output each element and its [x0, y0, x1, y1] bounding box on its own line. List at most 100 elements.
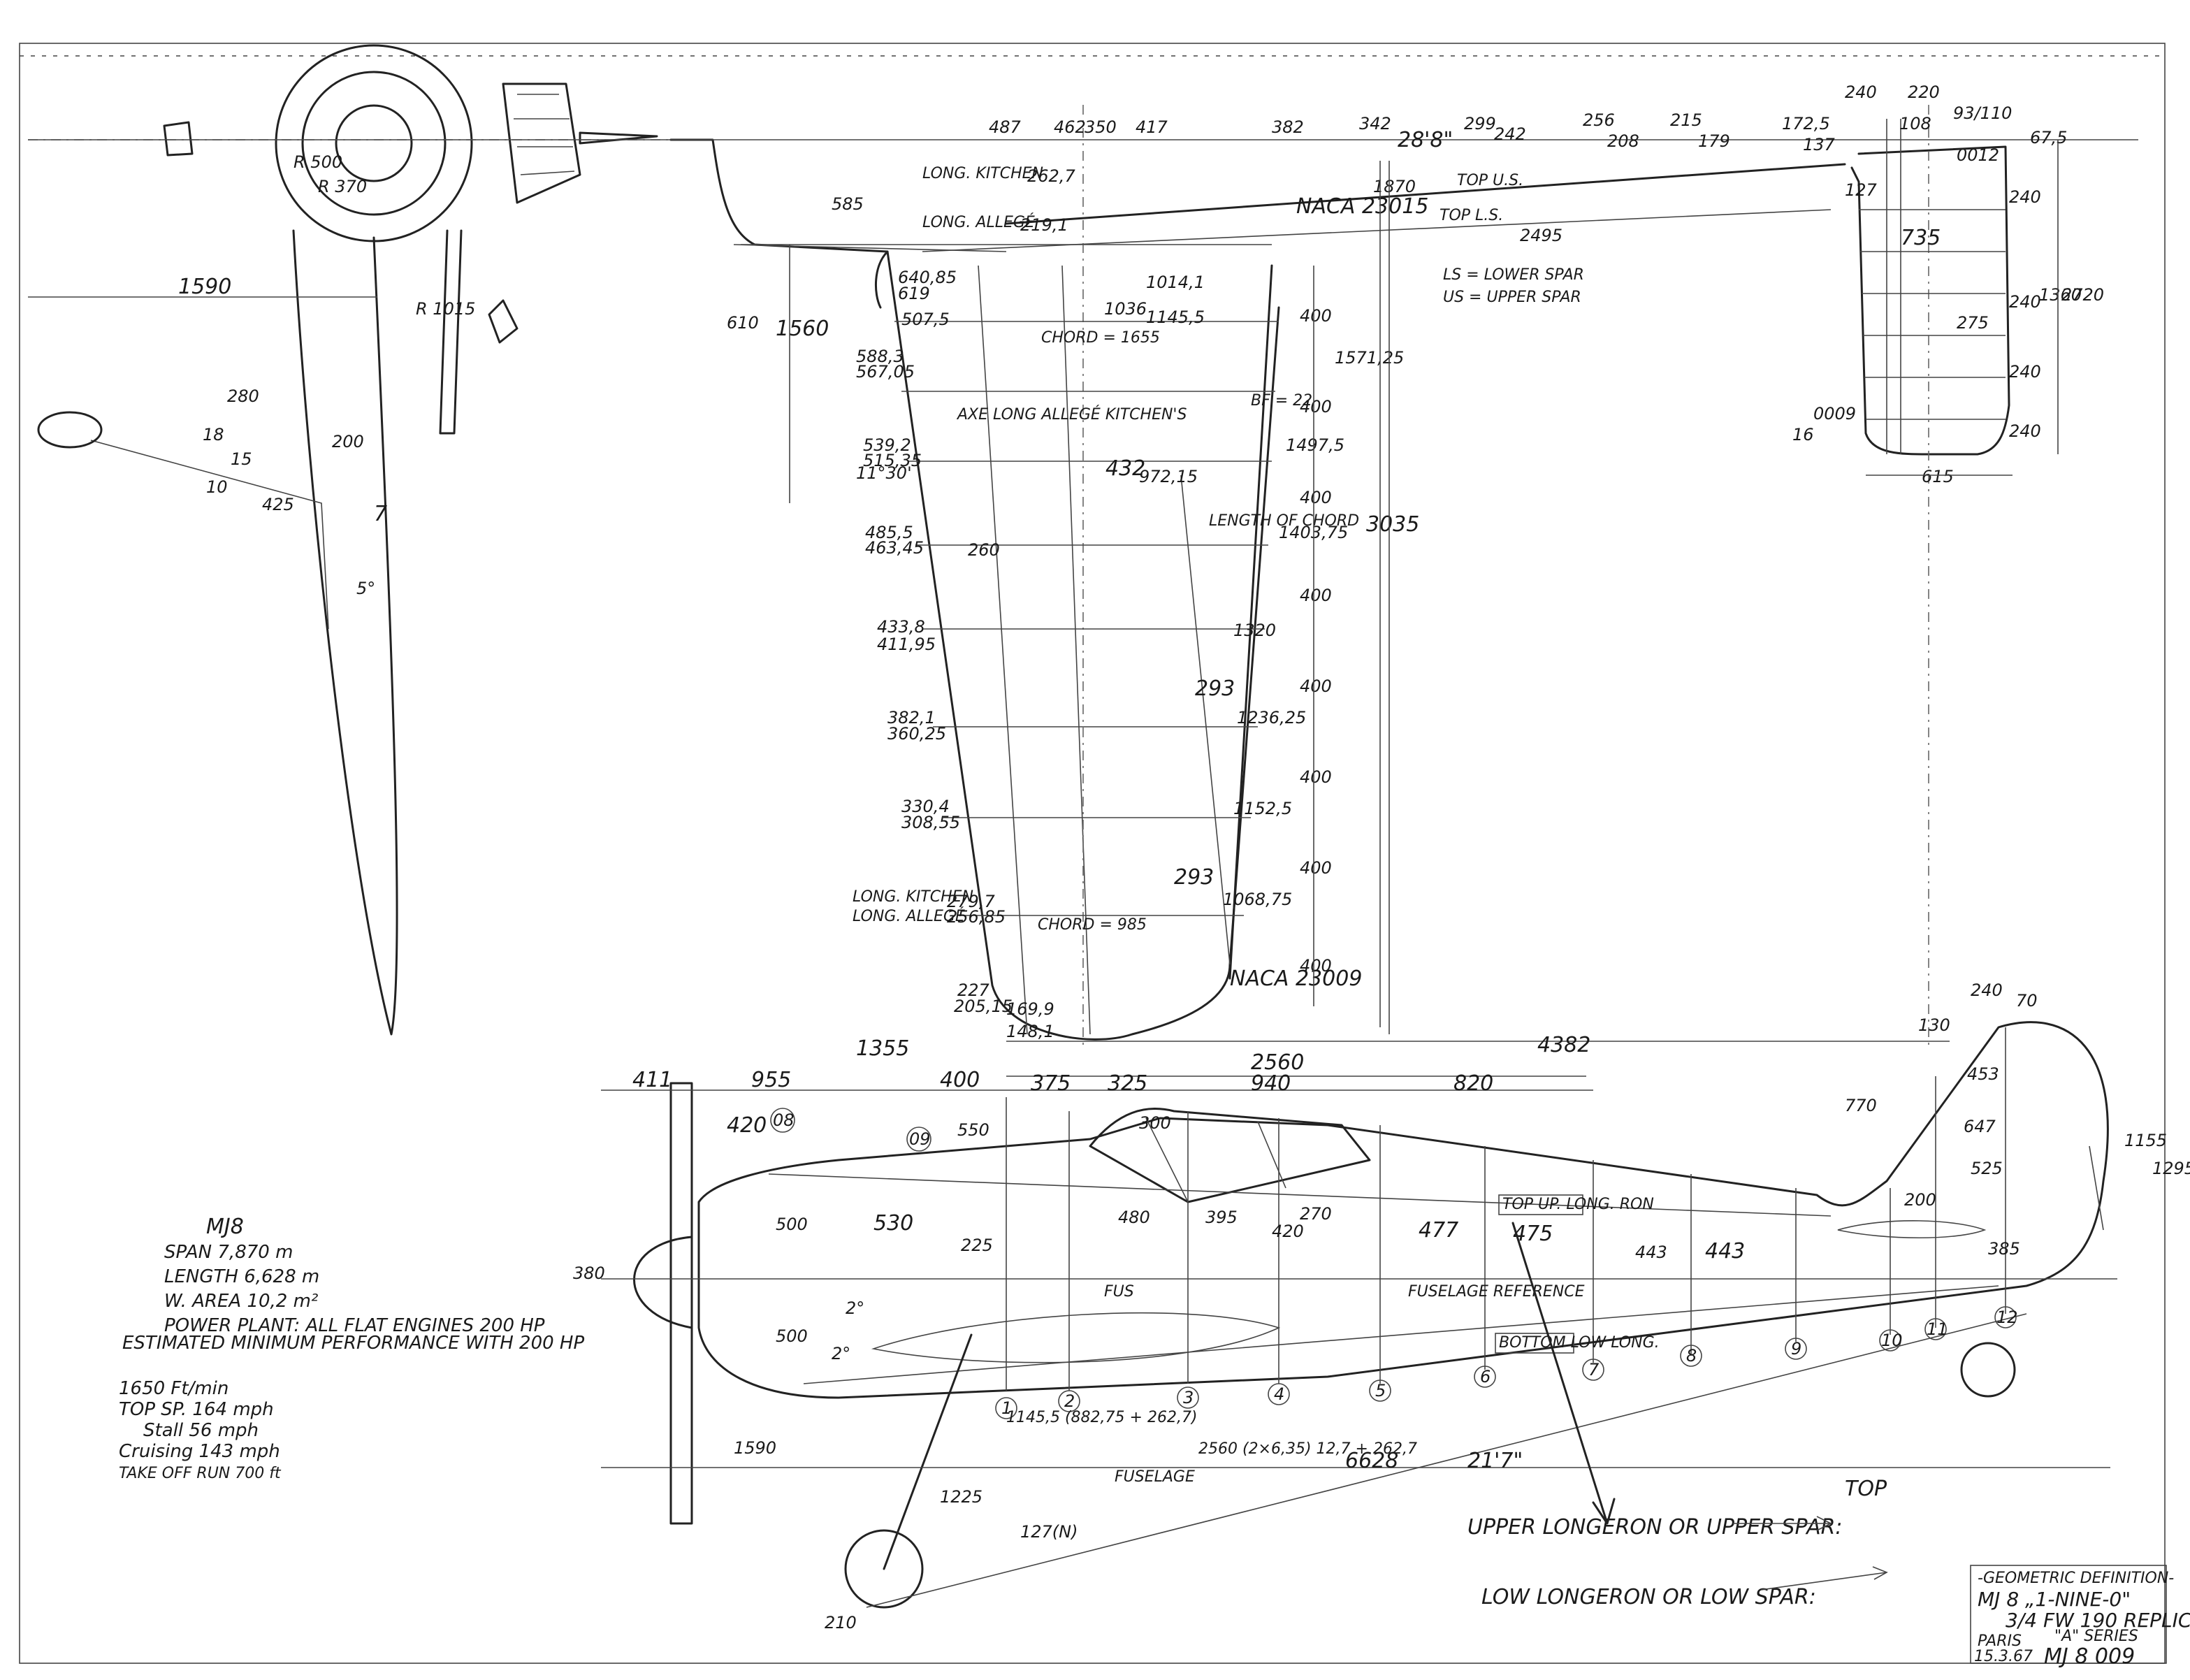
side-dim-940: 940 [1251, 1071, 1291, 1096]
dim-382: 382,1 [887, 708, 936, 727]
fuselage-plan-outline [669, 138, 889, 309]
dim-169: 169,9 [1006, 999, 1054, 1019]
side-dim-6628: 6628 [1345, 1449, 1398, 1473]
dim-330: 330,4 [901, 797, 950, 816]
side-dim-453: 453 [1967, 1064, 1999, 1084]
wing-ribs [894, 321, 1279, 916]
dim-2720: 2720 [2061, 285, 2104, 305]
frame-4: 4 [1274, 1384, 1284, 1404]
front-prop-tip [579, 131, 658, 145]
dim-539: 539,2 [863, 435, 911, 455]
dim-515: 515,35 [863, 451, 922, 470]
dim-205: 205,15 [954, 997, 1013, 1016]
lower-spar-line [922, 209, 1832, 252]
tailplane-planform [1850, 105, 2010, 1048]
dim-293-b: 293 [1174, 865, 1214, 890]
label-top: TOP [1845, 1477, 1887, 1501]
spec-designation: MJ8 [206, 1215, 244, 1239]
spec-line-0: SPAN 7,870 m [164, 1242, 293, 1263]
ground-line [866, 1313, 2027, 1608]
side-dim-130: 130 [1918, 1015, 1950, 1035]
dim-r500: R 500 [293, 152, 342, 172]
dim-1497: 1497,5 [1286, 435, 1344, 455]
dim-360: 360,25 [887, 724, 946, 744]
dim-1560: 1560 [776, 317, 829, 341]
side-dim-395: 395 [1205, 1208, 1238, 1227]
dim-432: 432 [1105, 456, 1145, 481]
side-dim-955: 955 [751, 1068, 791, 1092]
label-top-ls: TOP L.S. [1440, 207, 1503, 224]
frame-8: 8 [1686, 1346, 1697, 1366]
title-heading: -GEOMETRIC DEFINITION- [1978, 1570, 2174, 1587]
frame-verticals [1006, 1027, 2006, 1391]
spec-line-3: POWER PLANT: ALL FLAT ENGINES 200 HP [164, 1315, 545, 1336]
upper-spar-line [1005, 163, 1846, 225]
side-dim-420b: 420 [1272, 1222, 1304, 1241]
top-dim-5: 342 [1359, 114, 1391, 133]
dim-7: 7 [374, 502, 387, 526]
dim-400-h: 400 [1300, 956, 1332, 976]
dim-400-g: 400 [1300, 858, 1332, 878]
dim-640: 640,85 [898, 268, 957, 287]
dim-507: 507,5 [901, 310, 950, 329]
side-dim-477: 477 [1419, 1218, 1458, 1243]
spec-line-2: W. AREA 10,2 m² [164, 1291, 318, 1312]
top-dim-13: 137 [1803, 135, 1836, 154]
canopy-side [1089, 1108, 1371, 1203]
dim-400-b: 400 [1300, 397, 1332, 417]
main-wheel-side [844, 1529, 924, 1609]
dim-1355: 1355 [856, 1036, 909, 1061]
perf-line-2: Stall 56 mph [143, 1420, 259, 1441]
side-dim-325: 325 [1108, 1071, 1147, 1096]
spec-line-4: ESTIMATED MINIMUM PERFORMANCE WITH 200 H… [122, 1333, 584, 1354]
fuselage-side-outline [697, 1021, 2109, 1399]
dim-1152: 1152,5 [1233, 799, 1292, 818]
title-block: -GEOMETRIC DEFINITION- MJ 8 „1-NINE-0" 3… [1970, 1565, 2190, 1669]
dim-400-a: 400 [1300, 306, 1332, 326]
dim-1068: 1068,75 [1223, 890, 1292, 909]
spec-block: MJ8 SPAN 7,870 m LENGTH 6,628 m W. AREA … [119, 1215, 584, 1482]
side-dim-70: 70 [2016, 991, 2038, 1011]
label-long-kitchen: LONG. KITCHEN [922, 165, 1043, 182]
side-dim-385: 385 [1988, 1239, 2020, 1259]
upper-longeron-side [768, 1173, 1832, 1217]
label-length-of-chord: LENGTH OF CHORD [1209, 512, 1359, 530]
top-dim-1: 462 [1054, 117, 1086, 137]
top-dim-11: 179 [1698, 131, 1730, 151]
side-dim-770: 770 [1845, 1096, 1877, 1115]
side-view [601, 1021, 2117, 1609]
top-dim-14: 240 [1845, 82, 1877, 102]
stab-root [733, 244, 1007, 252]
frame-circle-11 [1924, 1318, 1947, 1340]
side-dim-1145: 1145,5 (882,75 + 262,7) [1006, 1409, 1198, 1426]
dim-308: 308,55 [901, 813, 960, 832]
label-chord-tip: CHORD = 985 [1038, 916, 1147, 934]
label-upper-longeron: UPPER LONGERON OR UPPER SPAR: [1467, 1515, 1843, 1540]
top-dim-2: 350 [1085, 117, 1117, 137]
dim-400-e: 400 [1300, 676, 1332, 696]
top-dim-9: 208 [1607, 131, 1639, 151]
dim-1145: 1145,5 [1146, 307, 1205, 327]
dim-280: 280 [227, 386, 259, 406]
top-dim-10: 215 [1670, 110, 1702, 130]
label-long-allege: LONG. ALLEGÉ [922, 213, 1035, 231]
wing-leading-edge [886, 250, 1280, 1041]
side-dim-820: 820 [1453, 1071, 1493, 1096]
frame-9: 9 [1791, 1339, 1801, 1359]
dim-400-d: 400 [1300, 586, 1332, 605]
frame-circle-9 [1785, 1338, 1807, 1360]
label-fuselage-reference: FUSELAGE REFERENCE [1408, 1283, 1585, 1301]
frame-12: 12 [1996, 1308, 2018, 1327]
wing-trailing-edge [1228, 264, 1273, 980]
frame-5: 5 [1375, 1381, 1386, 1400]
dim-1014: 1014,1 [1146, 273, 1205, 292]
side-dim-1295: 1295 [2152, 1159, 2190, 1178]
dim-15: 15 [231, 449, 252, 469]
sheet-border [19, 43, 2166, 1664]
side-dim-375: 375 [1031, 1071, 1071, 1096]
side-dim-647: 647 [1964, 1117, 1996, 1136]
dim-0009: 0009 [1813, 404, 1856, 423]
label-naca-tip: NACA 23009 [1230, 966, 1362, 991]
dim-148: 148,1 [1006, 1022, 1054, 1041]
